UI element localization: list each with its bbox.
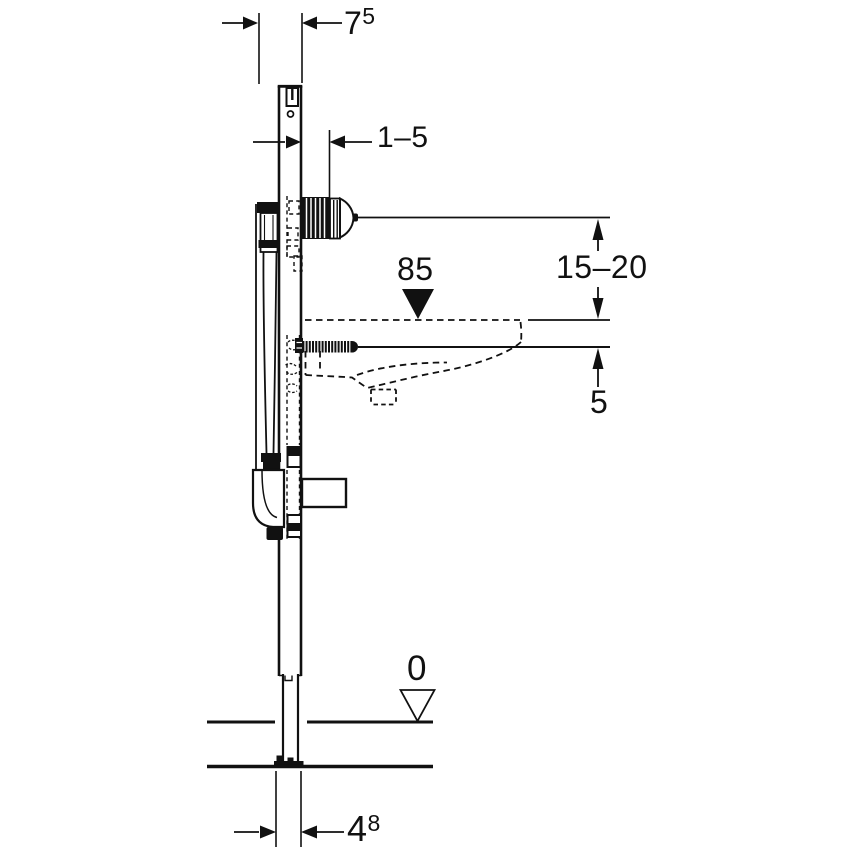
level-zero-marker [398, 689, 437, 723]
dimension-fixing-below-rim [592, 348, 604, 387]
drain-outlet-pipe [300, 477, 348, 509]
label-fixing-depth-sup: 8 [367, 810, 381, 836]
washbasin-outline [304, 319, 523, 406]
dimension-supply-above-rim [592, 219, 604, 319]
label-fixing-below-rim-value: 5 [590, 384, 609, 420]
dimension-wall-finish [253, 130, 372, 203]
label-rim-height-value: 85 [397, 251, 434, 287]
label-supply-above-rim-value: 15–20 [556, 249, 648, 285]
rail-foot-tube [281, 674, 300, 761]
threaded-fixing-rod [295, 338, 358, 353]
reference-lines [358, 216, 610, 348]
level-85-marker [402, 289, 434, 319]
dimension-frame-depth [222, 13, 342, 84]
label-floor-level: 0 [407, 651, 427, 686]
label-fixing-depth: 48 [347, 811, 380, 847]
water-supply-fitting [302, 196, 358, 240]
label-floor-level-value: 0 [407, 649, 427, 688]
label-frame-depth-value: 7 [344, 5, 363, 41]
label-fixing-depth-value: 4 [347, 808, 368, 849]
label-wall-finish: 1–5 [377, 123, 429, 153]
dimension-fixing-depth [234, 771, 344, 847]
label-rim-height: 85 [397, 253, 434, 285]
label-frame-depth-sup: 5 [362, 3, 376, 29]
label-wall-finish-value: 1–5 [377, 121, 429, 154]
mounting-rail [277, 84, 303, 682]
rail-fixing-blocks [286, 446, 302, 538]
label-supply-above-rim: 15–20 [556, 251, 647, 283]
foot-plate [274, 755, 304, 767]
drain-pipe-assembly [255, 202, 281, 472]
label-fixing-below-rim: 5 [590, 386, 608, 418]
label-frame-depth: 75 [344, 3, 376, 41]
drain-elbow [251, 468, 286, 540]
